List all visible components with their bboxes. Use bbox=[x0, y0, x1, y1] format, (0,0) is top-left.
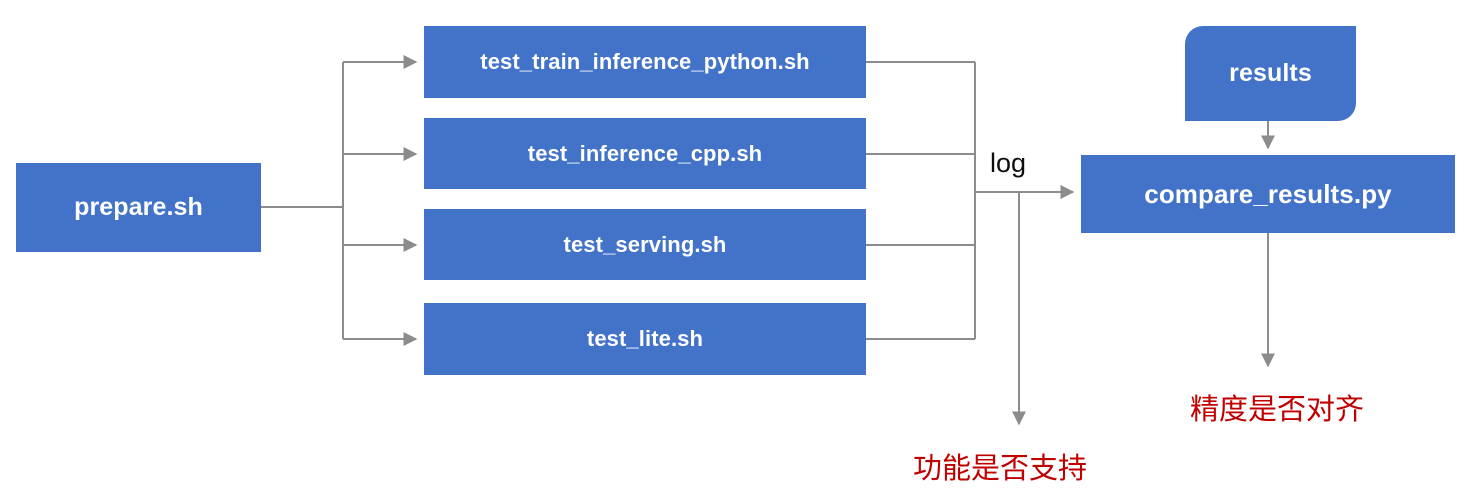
note-precision-aligned: 精度是否对齐 bbox=[1190, 394, 1365, 426]
node-test-train-inference-python-label: test_train_inference_python.sh bbox=[480, 49, 810, 74]
node-compare-results-py[interactable]: compare_results.py bbox=[1081, 155, 1455, 233]
node-results-label: results bbox=[1229, 59, 1312, 87]
node-prepare-sh[interactable]: prepare.sh bbox=[16, 163, 261, 252]
edge-label-log: log bbox=[990, 148, 1027, 178]
node-test-inference-cpp[interactable]: test_inference_cpp.sh bbox=[424, 118, 866, 189]
node-prepare-sh-label: prepare.sh bbox=[74, 193, 203, 221]
node-test-serving[interactable]: test_serving.sh bbox=[424, 209, 866, 280]
node-test-train-inference-python[interactable]: test_train_inference_python.sh bbox=[424, 26, 866, 98]
node-test-serving-label: test_serving.sh bbox=[563, 231, 727, 257]
node-results[interactable]: results bbox=[1185, 26, 1356, 121]
node-test-inference-cpp-label: test_inference_cpp.sh bbox=[527, 140, 763, 166]
note-function-supported: 功能是否支持 bbox=[913, 453, 1088, 485]
node-compare-results-py-label: compare_results.py bbox=[1144, 178, 1392, 209]
node-test-lite[interactable]: test_lite.sh bbox=[424, 303, 866, 375]
node-test-lite-label: test_lite.sh bbox=[586, 326, 704, 351]
